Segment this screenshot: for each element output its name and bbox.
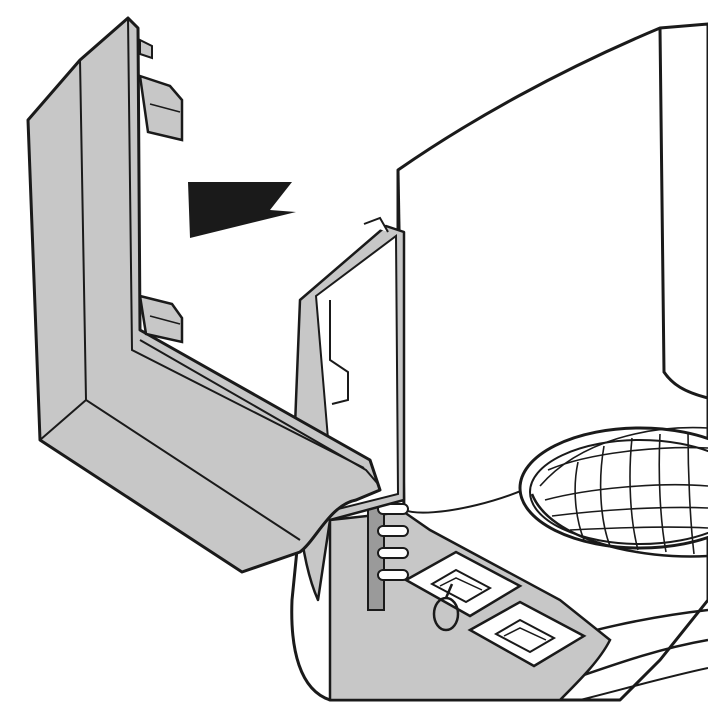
cable-loop: [432, 583, 460, 632]
network-socket-upper: [403, 550, 523, 618]
direction-arrow-left: [188, 182, 296, 238]
network-socket-lower: [467, 600, 587, 668]
side-frame: [293, 216, 406, 602]
globe-display-window: [518, 426, 708, 558]
grey-angled-cover: [26, 16, 382, 574]
